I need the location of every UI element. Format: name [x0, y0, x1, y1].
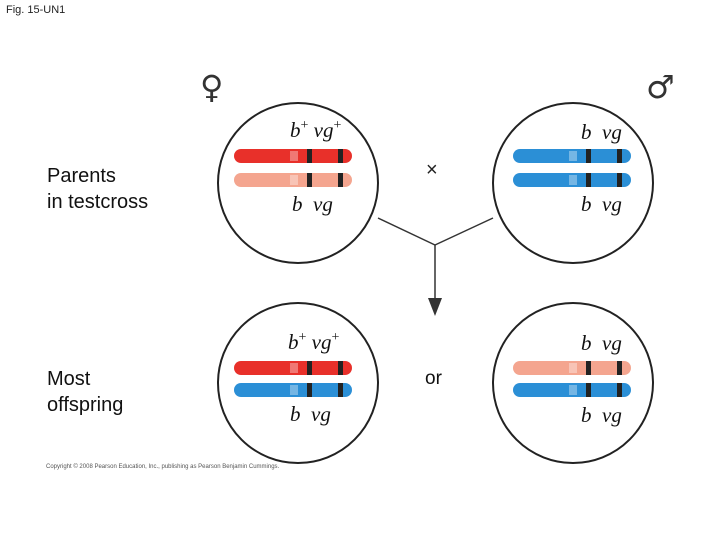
- parents-row-label: Parents in testcross: [47, 165, 149, 213]
- cross-line-right: [434, 217, 494, 246]
- band-vg: [338, 149, 343, 163]
- male-parent-cell: [492, 102, 654, 264]
- figure-label: Fig. 15-UN1: [6, 4, 66, 16]
- allele-label-offspring-left-top: b+ vg+: [288, 330, 340, 354]
- chromosome-offspring-left-1: [234, 361, 352, 375]
- allele-label-male-top: b vg: [581, 120, 622, 144]
- chromosome-male-1: [513, 149, 631, 163]
- offspring-recessive-cell: [217, 302, 379, 464]
- allele-label-offspring-right-top: b vg: [581, 331, 622, 355]
- male-symbol-icon: ♂: [646, 68, 675, 106]
- allele-label-female-top: b+ vg+: [290, 118, 342, 142]
- chromosome-offspring-left-2: [234, 383, 352, 397]
- copyright-notice: Copyright © 2008 Pearson Education, Inc.…: [46, 464, 280, 470]
- band-b: [307, 149, 312, 163]
- allele-label-female-bottom: b vg: [292, 192, 333, 216]
- allele-label-male-bottom: b vg: [581, 192, 622, 216]
- chromosome-offspring-right-2: [513, 383, 631, 397]
- allele-label-offspring-left-bottom: b vg: [290, 402, 331, 426]
- cross-symbol: ×: [426, 159, 438, 181]
- chromosome-offspring-right-1: [513, 361, 631, 375]
- female-parent-cell: [217, 102, 379, 264]
- or-label: or: [425, 368, 442, 389]
- chromosome-female-2: [234, 173, 352, 187]
- cross-line-left: [377, 217, 436, 246]
- female-symbol-icon: ♀: [200, 68, 224, 106]
- allele-label-offspring-right-bottom: b vg: [581, 403, 622, 427]
- offspring-dominant-cell: [492, 302, 654, 464]
- offspring-row-label: Most offspring: [47, 368, 124, 416]
- chromosome-female-1: [234, 149, 352, 163]
- chromosome-male-2: [513, 173, 631, 187]
- arrow-head: [428, 298, 442, 316]
